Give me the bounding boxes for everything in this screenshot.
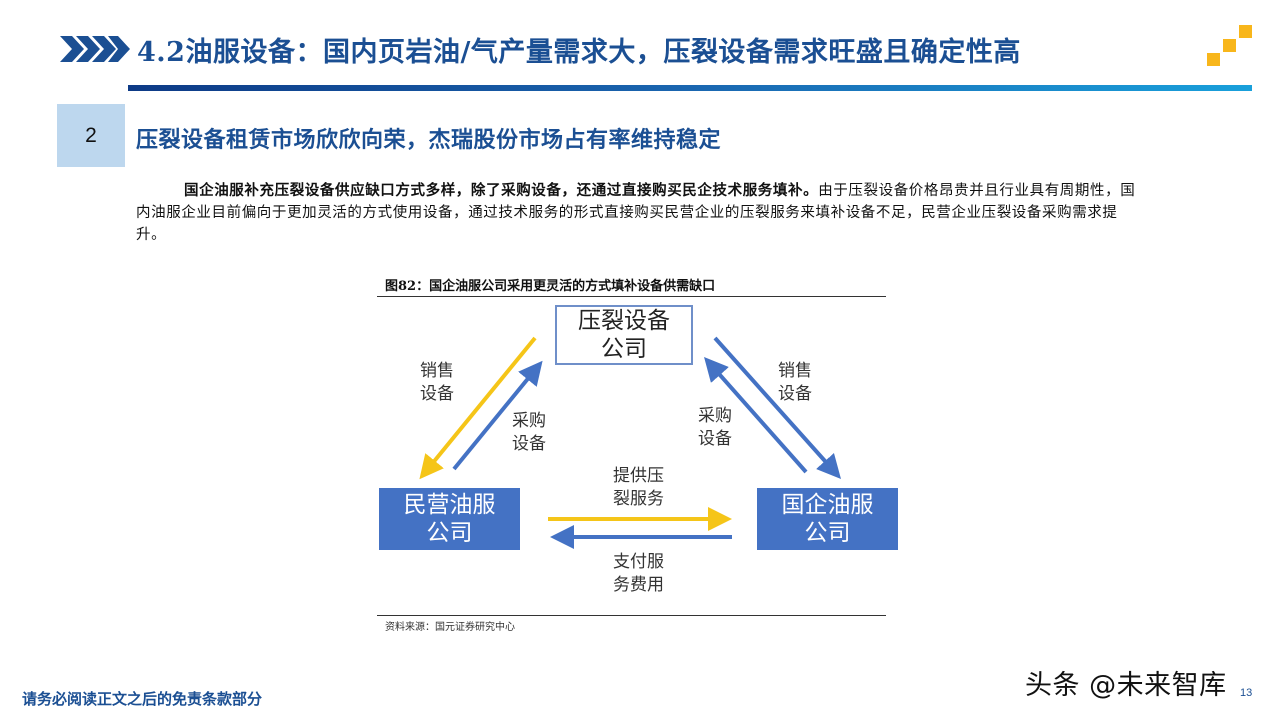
- figure-source: 资料来源：国元证券研究中心: [385, 622, 515, 633]
- page-title: 4.2油服设备：国内页岩油/气产量需求大，压裂设备需求旺盛且确定性高: [137, 37, 1021, 68]
- arrow-top-to-left: [419, 336, 537, 480]
- paragraph-body: 由于压裂设备价格昂贵并且行业具有周期性，国内油服企业目前偏向于更加灵活的方式使用…: [136, 183, 1136, 243]
- node-label: 公司: [426, 520, 473, 546]
- arrow-right-to-top: [704, 357, 808, 474]
- section-number: 2: [85, 123, 97, 147]
- node-label: 公司: [601, 336, 647, 362]
- edge-label-top-to-left: 销售 设备: [420, 361, 454, 404]
- stepped-squares-logo-icon: [1207, 25, 1252, 66]
- section-title: 压裂设备租赁市场欣欣向荣，杰瑞股份市场占有率维持稳定: [136, 127, 722, 153]
- body-paragraph: 国企油服补充压裂设备供应缺口方式多样，除了采购设备，还通过直接购买民企技术服务填…: [136, 180, 1146, 246]
- node-private-oilfield-service-company: 民营油服 公司: [379, 488, 520, 550]
- node-label: 国企油服: [781, 492, 874, 518]
- watermark: 头条 @未来智库: [1025, 670, 1227, 701]
- arrow-left-to-top: [452, 360, 543, 471]
- node-fracturing-equipment-company: 压裂设备 公司: [555, 305, 693, 365]
- figure-bottom-rule: [377, 615, 886, 616]
- title-underline: [128, 85, 1252, 91]
- node-label: 民营油服: [403, 492, 496, 518]
- edge-label-left-to-top: 采购 设备: [512, 411, 546, 454]
- figure-top-rule: [377, 296, 886, 297]
- figure-caption: 图82：国企油服公司采用更灵活的方式填补设备供需缺口: [385, 279, 716, 294]
- edge-label-right-to-top: 采购 设备: [698, 406, 732, 449]
- edge-label-top-to-right: 销售 设备: [778, 361, 812, 404]
- section-number-badge: 2: [57, 104, 125, 167]
- node-label: 公司: [804, 520, 851, 546]
- page-number: 13: [1240, 687, 1253, 699]
- edge-label-left-to-right: 提供压 裂服务: [613, 466, 664, 509]
- node-state-oilfield-service-company: 国企油服 公司: [757, 488, 898, 550]
- flow-arrows: [419, 336, 841, 549]
- paragraph-bold-lead: 国企油服补充压裂设备供应缺口方式多样，除了采购设备，还通过直接购买民企技术服务填…: [184, 182, 819, 199]
- disclaimer-text: 请务必阅读正文之后的免责条款部分: [22, 690, 263, 708]
- triple-chevron-right-icon: [60, 36, 130, 62]
- edge-label-right-to-left: 支付服 务费用: [613, 552, 664, 595]
- node-label: 压裂设备: [578, 308, 670, 334]
- arrow-top-to-right: [713, 336, 841, 479]
